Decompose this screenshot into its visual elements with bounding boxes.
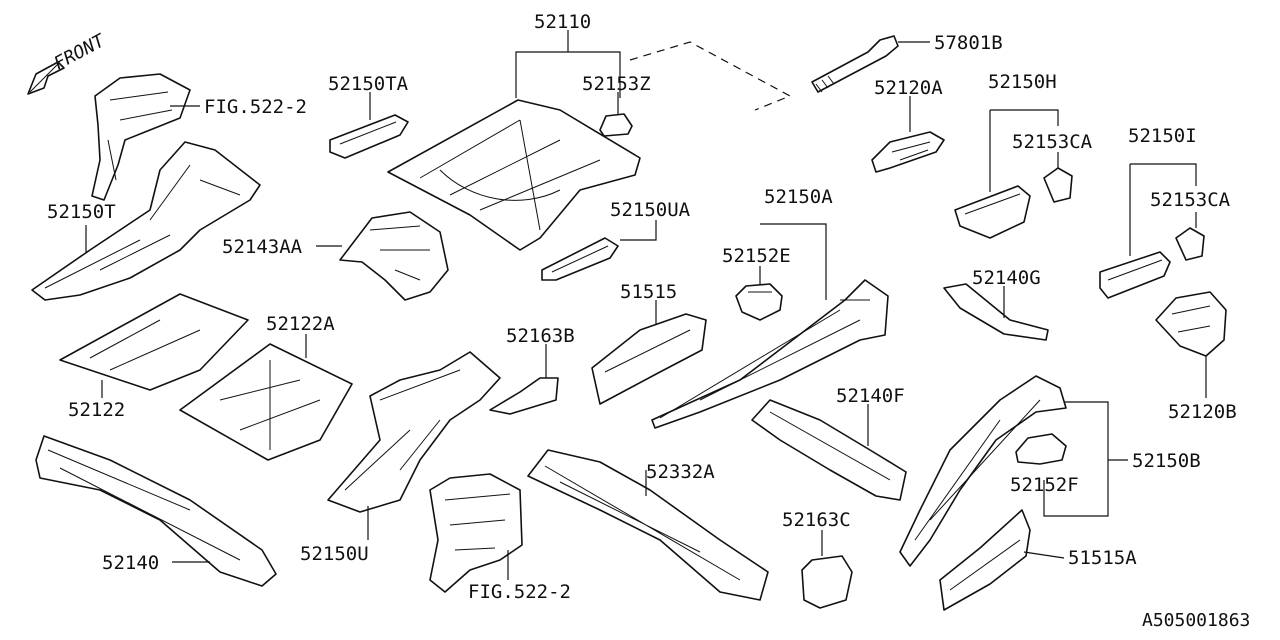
part-52122A — [179, 343, 353, 461]
part-52150UA — [541, 237, 619, 281]
label-51515: 51515 — [620, 281, 677, 303]
label-52140: 52140 — [102, 552, 159, 574]
front-arrow-icon — [27, 61, 65, 95]
part-52120B — [1155, 291, 1227, 357]
front-label: FRONT — [50, 30, 109, 75]
part-52150B — [899, 375, 1067, 567]
part-52150I — [1099, 251, 1171, 299]
label-52122: 52122 — [68, 399, 125, 421]
label-52150U: 52150U — [300, 543, 369, 565]
label-52153CA-1: 52153CA — [1012, 131, 1093, 153]
part-52152E — [735, 283, 783, 321]
label-52152E: 52152E — [722, 245, 791, 267]
part-57801B — [811, 35, 899, 93]
part-52143AA — [339, 211, 449, 301]
label-52152F: 52152F — [1010, 474, 1079, 496]
label-52163C: 52163C — [782, 509, 851, 531]
label-52150H: 52150H — [988, 71, 1057, 93]
label-fig522-bottom: FIG.522-2 — [468, 581, 571, 603]
label-52150I: 52150I — [1128, 125, 1197, 147]
part-52122 — [59, 293, 249, 391]
label-52120B: 52120B — [1168, 401, 1237, 423]
part-52332A — [527, 449, 769, 601]
label-fig522-top: FIG.522-2 — [204, 96, 307, 118]
part-51515A — [939, 509, 1031, 611]
label-52143AA: 52143AA — [222, 236, 303, 258]
label-52150B: 52150B — [1132, 450, 1201, 472]
diagram-code: A505001863 — [1142, 610, 1250, 631]
label-52153CA-2: 52153CA — [1150, 189, 1231, 211]
part-52163B — [489, 377, 559, 415]
label-52120A: 52120A — [874, 77, 943, 99]
part-52120A — [871, 131, 945, 173]
part-52150H — [954, 185, 1031, 239]
part-52110-floor — [387, 99, 641, 251]
part-52150A — [651, 279, 889, 429]
part-52140 — [35, 435, 277, 587]
label-52110: 52110 — [534, 11, 591, 33]
part-52152F — [1015, 433, 1067, 465]
label-52153Z: 52153Z — [582, 73, 651, 95]
part-52150T — [31, 141, 261, 301]
label-52140G: 52140G — [972, 267, 1041, 289]
part-fig522-bottom-bracket — [429, 473, 523, 593]
part-52163C — [801, 555, 853, 609]
part-52153CA-2 — [1175, 227, 1205, 261]
label-57801B: 57801B — [934, 32, 1003, 54]
part-52150U — [327, 351, 501, 513]
label-51515A: 51515A — [1068, 547, 1137, 569]
part-51515 — [591, 313, 707, 405]
part-52140F — [751, 399, 907, 501]
label-52150UA: 52150UA — [610, 199, 691, 221]
part-52153Z — [599, 113, 633, 137]
label-52150TA: 52150TA — [328, 73, 409, 95]
label-52163B: 52163B — [506, 325, 575, 347]
label-52150A: 52150A — [764, 186, 833, 208]
part-52150TA — [329, 114, 409, 159]
part-fig522-top-bracket — [91, 73, 191, 201]
part-52153CA-1 — [1043, 167, 1073, 203]
label-52122A: 52122A — [266, 313, 335, 335]
part-52140G — [943, 283, 1049, 341]
label-52150T: 52150T — [47, 201, 116, 223]
label-52332A: 52332A — [646, 461, 715, 483]
label-52140F: 52140F — [836, 385, 905, 407]
